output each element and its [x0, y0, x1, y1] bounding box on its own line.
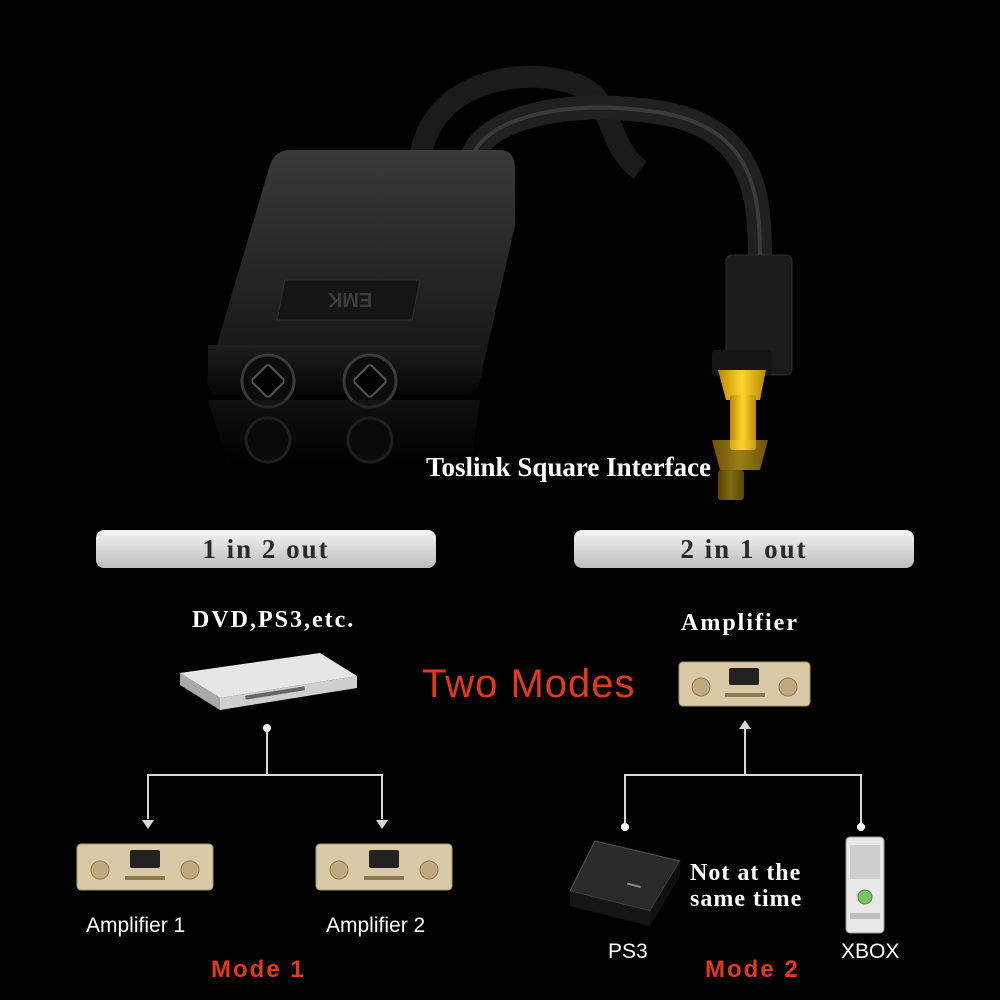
connector-line [266, 730, 268, 775]
splitter-body [207, 150, 515, 395]
ps3-label: PS3 [608, 940, 648, 963]
arrow-down-icon [376, 820, 388, 829]
arrow-down-icon [142, 820, 154, 829]
interface-label: Toslink Square Interface [426, 452, 712, 482]
amplifier-image [678, 661, 811, 707]
output-port [240, 353, 296, 409]
input-dot [857, 823, 865, 831]
toslink-plug [712, 254, 793, 500]
connector-line [147, 774, 149, 819]
target-label: Amplifier [681, 610, 799, 636]
mode1-caption: Mode 1 [211, 956, 306, 983]
input-dot [621, 823, 629, 831]
amplifier-2-image [315, 843, 453, 891]
optical-splitter-photo: EMK [207, 65, 793, 500]
amplifier-1-label: Amplifier 1 [86, 914, 186, 937]
ps3-console-image [569, 840, 681, 926]
dvd-player-image [180, 653, 357, 710]
note-line-2: same time [690, 886, 803, 912]
amplifier-2-label: Amplifier 2 [326, 914, 426, 937]
mode2-caption: Mode 2 [705, 956, 800, 983]
xbox-label: XBOX [841, 940, 900, 963]
brand-logo: EMK [276, 279, 421, 321]
two-modes-title: Two Modes [422, 662, 636, 706]
connector-line [744, 728, 746, 775]
source-dot [263, 724, 271, 732]
mode1-header: 1 in 2 out [96, 530, 436, 568]
amplifier-1-image [76, 843, 214, 891]
cable [409, 65, 648, 179]
connector-line [381, 774, 383, 819]
arrow-up-icon [739, 720, 751, 729]
note-line-1: Not at the [690, 860, 802, 886]
mode2-header: 2 in 1 out [574, 530, 914, 568]
connector-line [147, 774, 383, 776]
connector-line [860, 774, 862, 824]
connector-line [624, 774, 862, 776]
xbox-console-image [845, 836, 885, 934]
connector-line [624, 774, 626, 824]
output-port [342, 353, 398, 409]
source-label: DVD,PS3,etc. [192, 607, 356, 633]
svg-text:EMK: EMK [327, 288, 372, 310]
